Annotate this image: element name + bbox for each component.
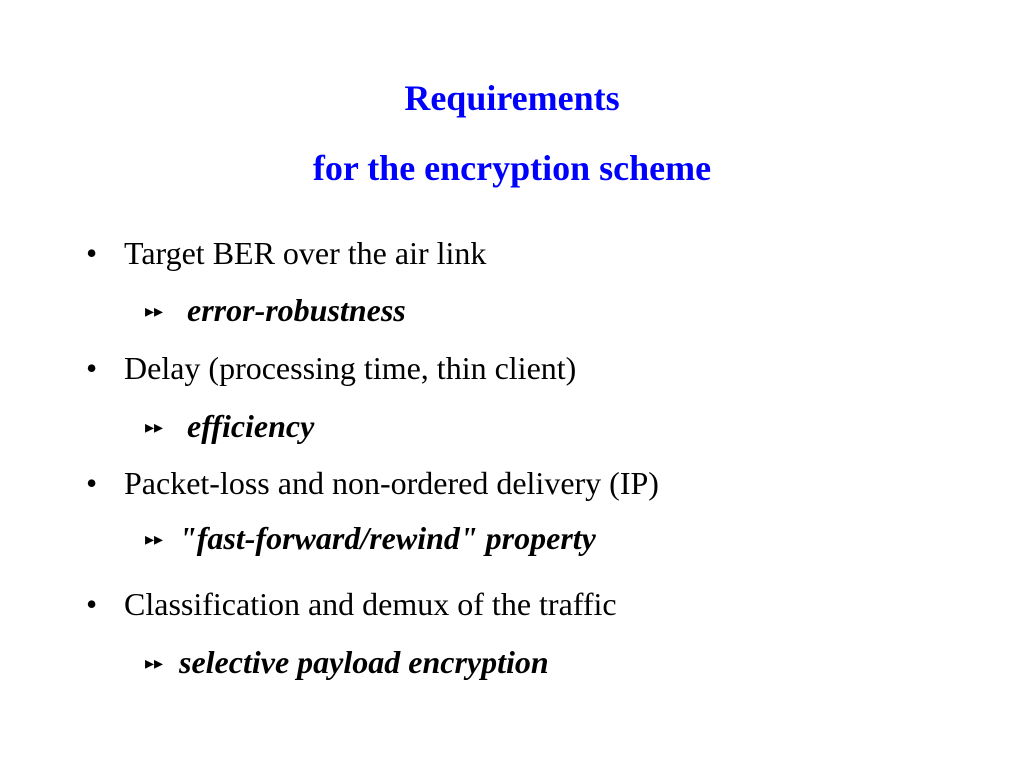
bullet-icon: • [86, 235, 98, 271]
bullet-icon: • [86, 586, 98, 622]
sub-bullet-text: "fast-forward/rewind" property [179, 520, 596, 556]
bullet-item: • Classification and demux of the traffic [86, 586, 617, 622]
double-arrow-icon: ▸▸ [145, 528, 164, 549]
bullet-icon: • [86, 350, 98, 386]
bullet-text: Delay (processing time, thin client) [124, 350, 577, 386]
sub-bullet-text: selective payload encryption [179, 644, 549, 680]
slide-subtitle: for the encryption scheme [312, 148, 712, 188]
bullet-text: Packet-loss and non-ordered delivery (IP… [124, 465, 659, 501]
sub-bullet-item: ▸▸ "fast-forward/rewind" property [145, 520, 596, 560]
sub-bullet-item: ▸▸ error-robustness [145, 292, 406, 332]
bullet-item: • Target BER over the air link [86, 235, 486, 271]
slide-title: Requirements [404, 78, 620, 118]
sub-bullet-item: ▸▸ selective payload encryption [145, 644, 549, 684]
bullet-text: Target BER over the air link [124, 235, 487, 271]
sub-bullet-text: error-robustness [187, 292, 406, 328]
double-arrow-icon: ▸▸ [145, 300, 164, 321]
bullet-item: • Packet-loss and non-ordered delivery (I… [86, 465, 659, 501]
sub-bullet-text: efficiency [187, 408, 315, 444]
bullet-text: Classification and demux of the traffic [124, 586, 617, 622]
bullet-item: • Delay (processing time, thin client) [86, 350, 576, 386]
sub-bullet-item: ▸▸ efficiency [145, 408, 314, 448]
double-arrow-icon: ▸▸ [145, 416, 164, 437]
bullet-icon: • [86, 465, 98, 501]
double-arrow-icon: ▸▸ [145, 652, 164, 673]
